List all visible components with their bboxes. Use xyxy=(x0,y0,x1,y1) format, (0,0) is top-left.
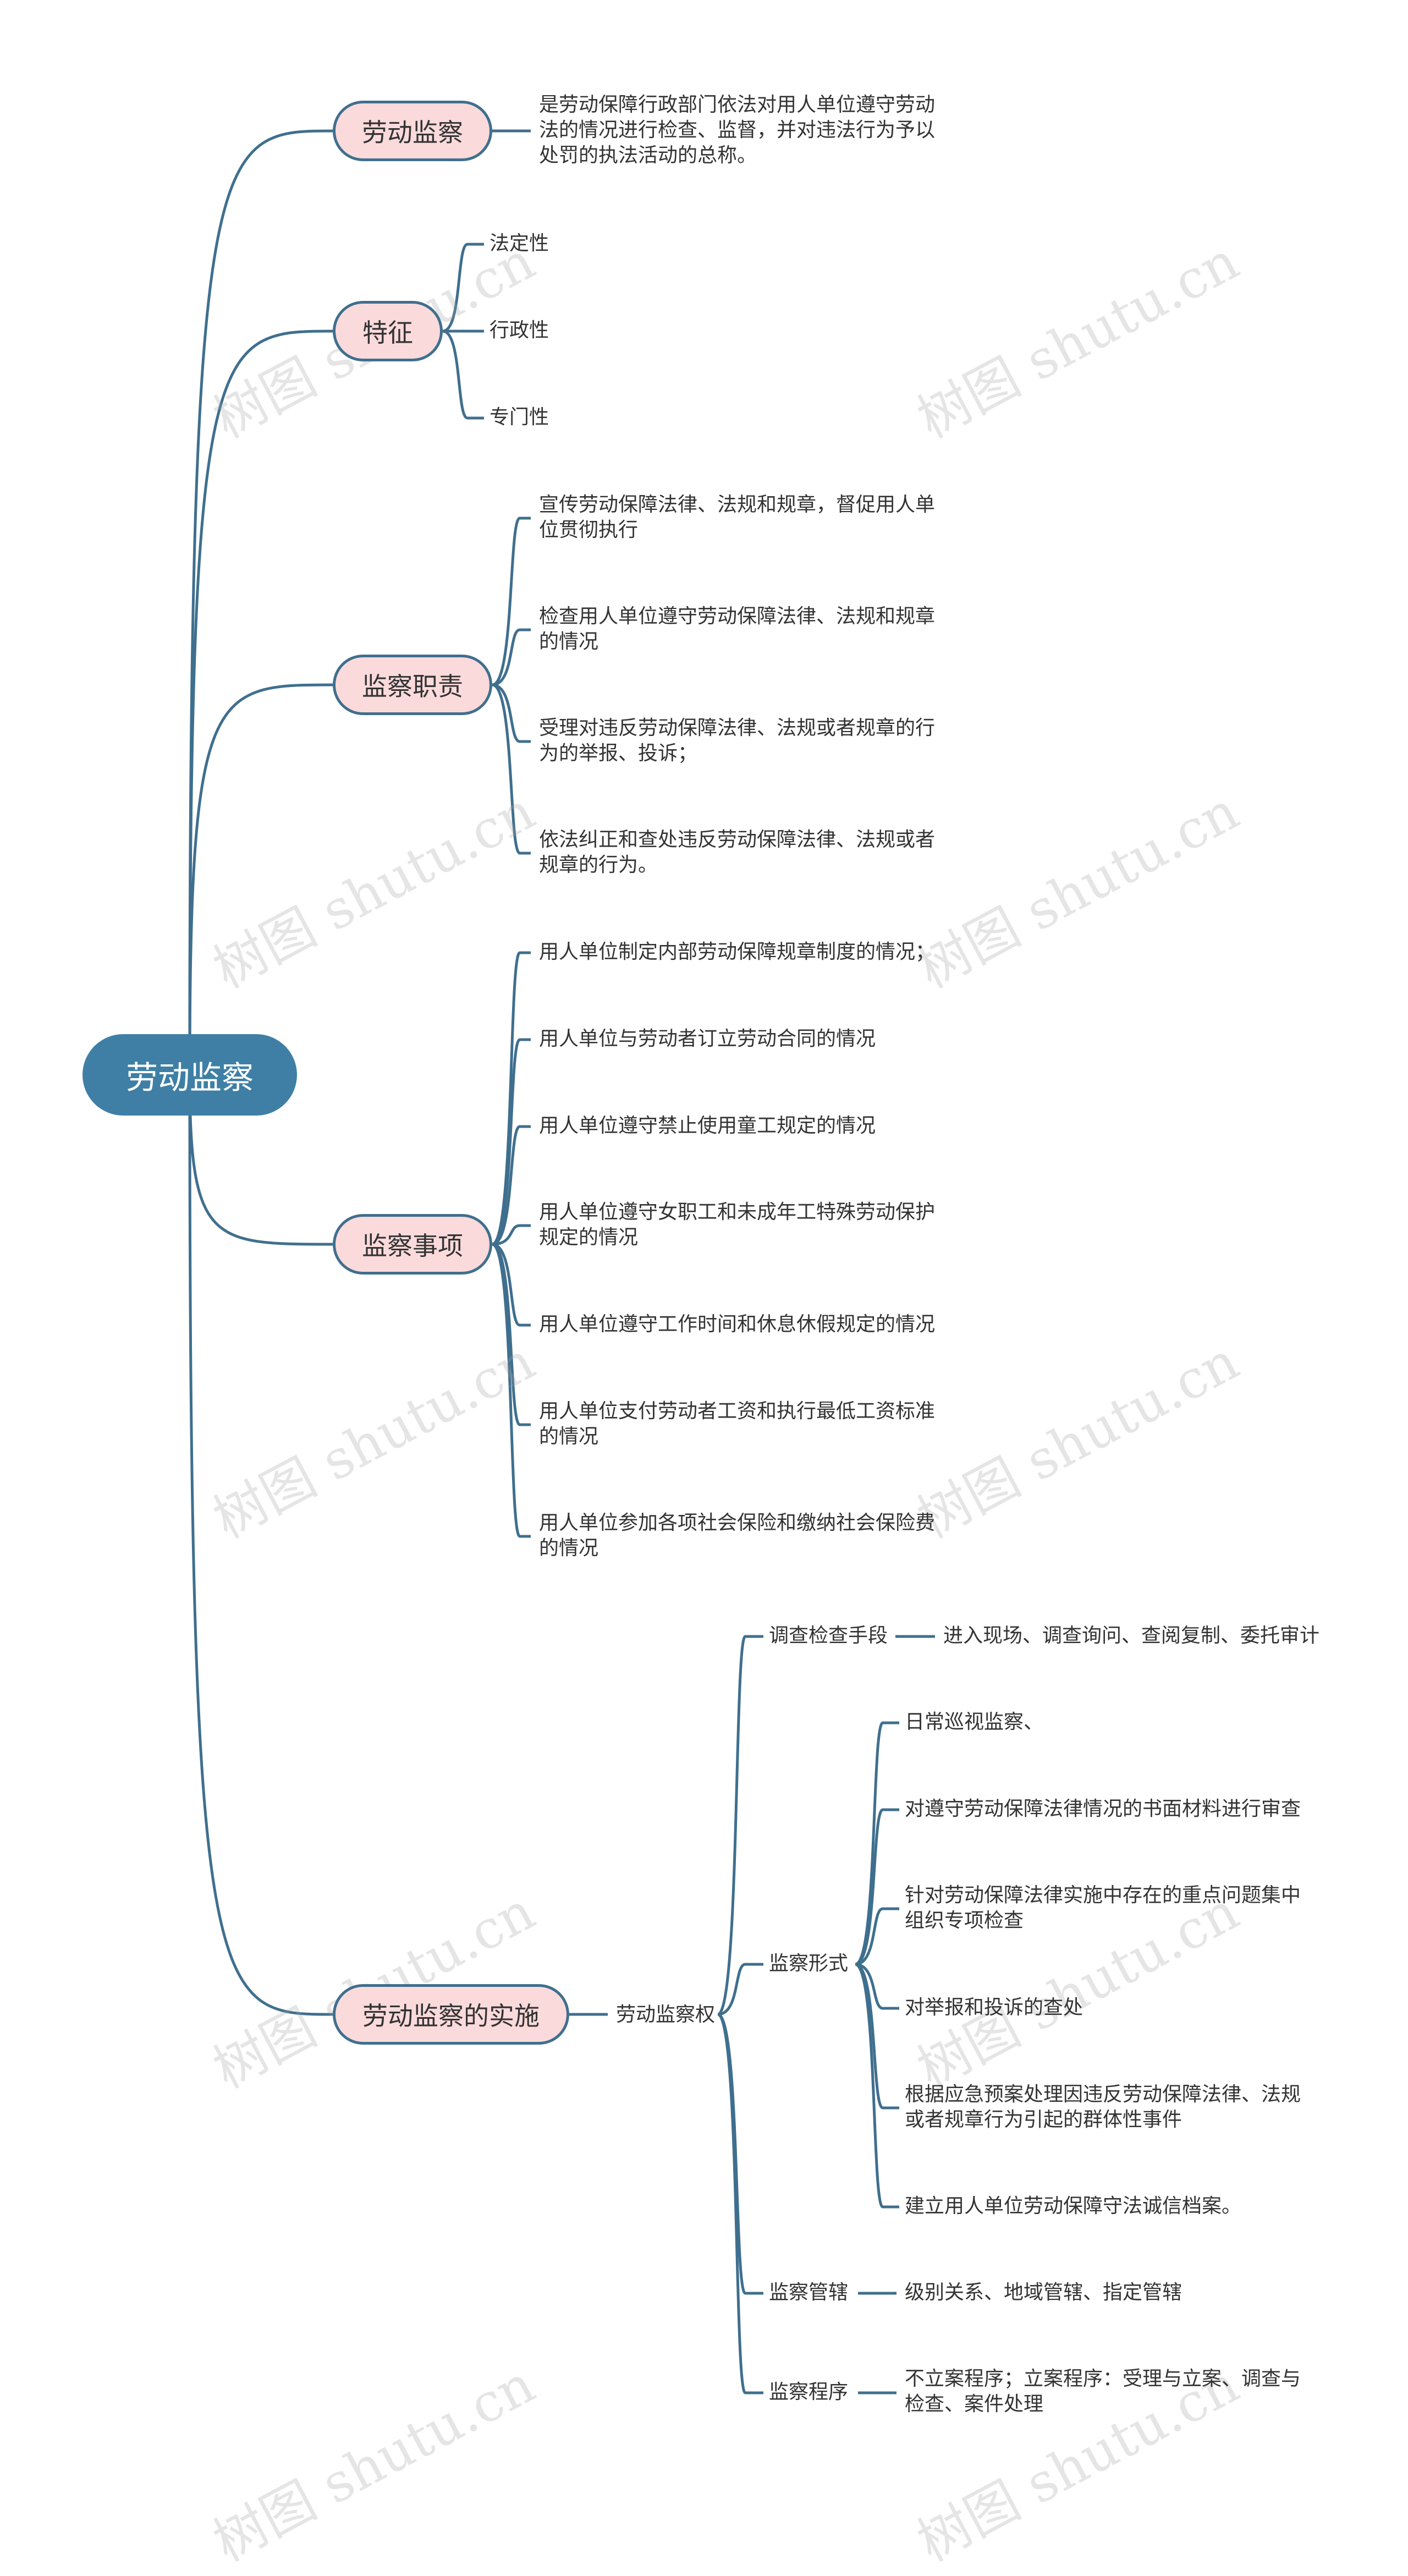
root-branch-line xyxy=(188,329,333,1075)
jurisdiction-value: 级别关系、地域管辖、指定管辖 xyxy=(905,2281,1182,2304)
branch-duties[interactable]: 监察职责 xyxy=(333,655,492,715)
leaf-line xyxy=(854,1721,899,1966)
jurisdiction-label: 监察管辖 xyxy=(769,2281,849,2304)
leaf-line xyxy=(854,1963,899,2209)
leaf-line xyxy=(492,1243,531,1327)
investigation-means-value: 进入现场、调查询问、查阅复制、委托审计 xyxy=(943,1624,1320,1647)
leaf-line xyxy=(442,329,484,420)
inspection-power-node: 劳动监察权 xyxy=(616,2003,716,2026)
leaf-line xyxy=(855,1808,899,1966)
leaf-line xyxy=(491,951,531,1246)
inspection-form-item: 根据应急预案处理因违反劳动保障法律、法规或者规章行为引起的群体性事件 xyxy=(905,2083,1301,2131)
branch-implementation[interactable]: 劳动监察的实施 xyxy=(333,1984,569,2045)
investigation-means-label: 调查检查手段 xyxy=(769,1624,888,1647)
characteristic-item: 法定性 xyxy=(490,232,549,255)
matter-item: 用人单位遵守禁止使用童工规定的情况 xyxy=(539,1114,876,1137)
branch-labor-inspection-definition: 是劳动保障行政部门依法对用人单位遵守劳动法的情况进行检查、监督，并对违法行为予以… xyxy=(539,94,936,167)
matter-item: 用人单位与劳动者订立劳动合同的情况 xyxy=(539,1028,876,1050)
leaf-line xyxy=(492,1038,531,1246)
matter-item: 用人单位遵守工作时间和休息休假规定的情况 xyxy=(539,1313,936,1336)
leaf-line xyxy=(492,628,531,686)
root-branch-line xyxy=(188,129,333,1075)
leaf-line xyxy=(717,1963,763,2016)
leaf-line xyxy=(492,683,531,743)
procedure-label: 监察程序 xyxy=(769,2381,849,2403)
leaf-line xyxy=(492,1224,531,1246)
branch-characteristics[interactable]: 特征 xyxy=(333,301,443,361)
root-branch-line xyxy=(188,1074,333,2016)
inspection-form-item: 对遵守劳动保障法律情况的书面材料进行审查 xyxy=(905,1798,1301,1820)
inspection-form-item: 对举报和投诉的查处 xyxy=(905,1996,1084,2019)
leaf-line xyxy=(717,1635,763,2016)
leaf-line xyxy=(855,1907,899,1966)
duty-item: 宣传劳动保障法律、法规和规章，督促用人单位贯彻执行 xyxy=(539,493,936,541)
leaf-line xyxy=(492,1125,531,1246)
inspection-form-item: 针对劳动保障法律实施中存在的重点问题集中组织专项检查 xyxy=(905,1884,1301,1932)
branch-labor-inspection[interactable]: 劳动监察 xyxy=(333,101,492,161)
leaf-line xyxy=(492,1243,531,1426)
leaf-line xyxy=(492,517,531,686)
mind-map-canvas: 树图 shutu.cn 树图 shutu.cn 树图 shutu.cn 树图 s… xyxy=(82,94,1320,2573)
connector-lines xyxy=(188,129,935,2394)
characteristic-item: 行政性 xyxy=(490,319,549,342)
procedure-value: 不立案程序；立案程序：受理与立案、调查与检查、案件处理 xyxy=(905,2368,1301,2415)
characteristic-item: 专门性 xyxy=(490,406,549,429)
inspection-form-item: 日常巡视监察、 xyxy=(905,1711,1044,1733)
duty-item: 受理对违反劳动保障法律、法规或者规章的行为的举报、投诉； xyxy=(539,717,936,765)
root-node[interactable]: 劳动监察 xyxy=(82,1034,297,1116)
matter-item: 用人单位支付劳动者工资和执行最低工资标准的情况 xyxy=(539,1400,936,1448)
leaf-line xyxy=(491,1243,531,1538)
leaf-line xyxy=(717,2013,763,2394)
duty-item: 依法纠正和查处违反劳动保障法律、法规或者规章的行为。 xyxy=(539,828,936,876)
leaf-line xyxy=(717,2013,763,2295)
root-branch-line xyxy=(188,1074,333,1246)
leaf-line xyxy=(442,243,484,333)
root-branch-line xyxy=(188,683,333,1075)
matter-item: 用人单位制定内部劳动保障规章制度的情况； xyxy=(539,941,936,963)
inspection-form-item: 建立用人单位劳动保障守法诚信档案。 xyxy=(905,2195,1242,2217)
duty-item: 检查用人单位遵守劳动保障法律、法规和规章的情况 xyxy=(539,605,936,653)
leaf-line xyxy=(492,683,531,855)
leaf-line xyxy=(855,1963,899,2110)
leaf-line xyxy=(855,1963,899,2010)
matter-item: 用人单位遵守女职工和未成年工特殊劳动保护规定的情况 xyxy=(539,1201,936,1249)
branch-matters[interactable]: 监察事项 xyxy=(333,1214,492,1275)
inspection-forms-label: 监察形式 xyxy=(769,1952,849,1975)
matter-item: 用人单位参加各项社会保险和缴纳社会保险费的情况 xyxy=(539,1512,936,1559)
